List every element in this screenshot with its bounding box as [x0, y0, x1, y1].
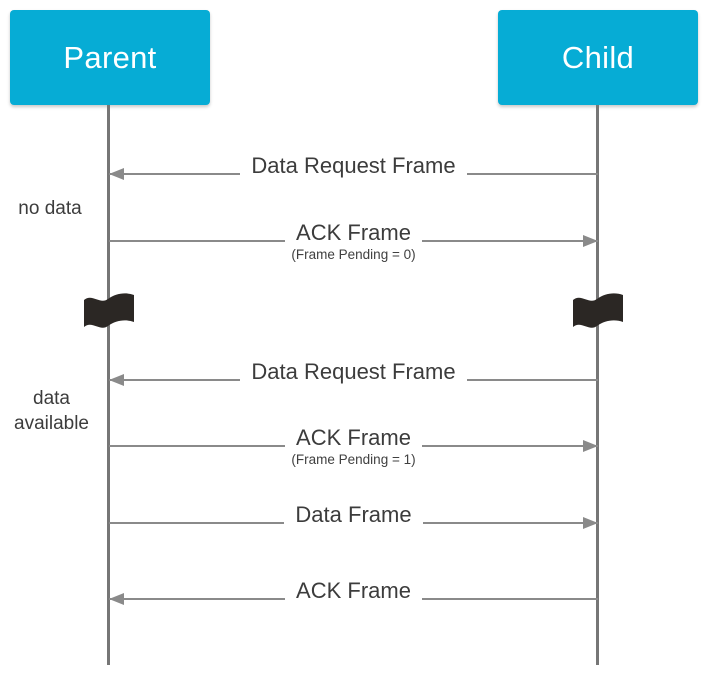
lifeline-parent	[107, 105, 110, 665]
arrowhead-left-icon	[109, 168, 124, 180]
arrowhead-right-icon	[583, 235, 598, 247]
message-line	[109, 522, 598, 524]
message-line	[109, 173, 598, 175]
participant-label-child: Child	[561, 40, 635, 75]
lifeline-child	[596, 105, 599, 665]
participant-box-parent[interactable]: Parent	[10, 10, 210, 105]
message-line	[109, 240, 598, 242]
message-line	[109, 598, 598, 600]
note-data-available: data available	[14, 388, 89, 434]
message-sublabel: (Frame Pending = 0)	[291, 247, 416, 262]
arrowhead-right-icon	[583, 517, 598, 529]
lifeline-break-flag-icon-child	[570, 291, 626, 331]
message-line	[109, 379, 598, 381]
arrowhead-right-icon	[583, 440, 598, 452]
note-no-data: no data	[18, 198, 82, 219]
arrowhead-left-icon	[109, 593, 124, 605]
message-line	[109, 445, 598, 447]
arrowhead-left-icon	[109, 374, 124, 386]
lifeline-break-flag-icon-parent	[81, 291, 137, 331]
message-sublabel: (Frame Pending = 1)	[291, 452, 416, 467]
participant-box-child[interactable]: Child	[498, 10, 698, 105]
participant-label-parent: Parent	[63, 40, 157, 75]
